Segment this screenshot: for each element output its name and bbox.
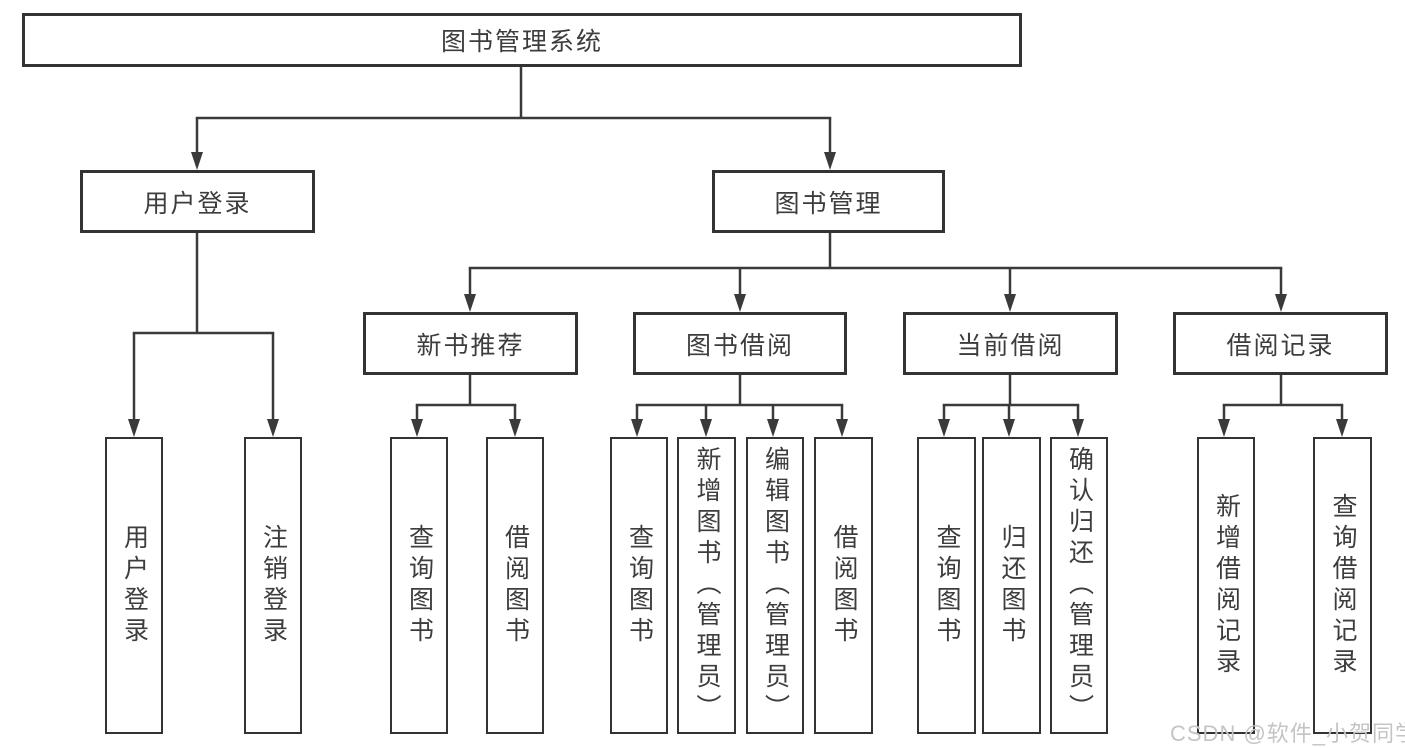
node-borrowing-records: 借阅记录 [1173, 312, 1388, 375]
node-leaf-borrow-books-recommend: 借阅图书 [486, 437, 544, 734]
leaf-label: 归还图书 [998, 523, 1026, 648]
node-leaf-logout: 注销登录 [244, 437, 302, 734]
leaf-label: 注销登录 [259, 523, 288, 648]
arrow-shafts [132, 118, 1344, 423]
leaf-label: 用户登录 [120, 523, 149, 648]
node-leaf-add-books-admin: 新增图书（管理员） [677, 437, 736, 734]
arrow-heads [128, 152, 1348, 437]
branch-lines [132, 65, 1344, 407]
node-leaf-edit-books-admin: 编辑图书（管理员） [746, 437, 804, 734]
node-new-book-recommendation: 新书推荐 [363, 312, 578, 375]
node-leaf-user-login: 用户登录 [105, 437, 163, 734]
leaf-label: 确认归还（管理员） [1065, 446, 1094, 725]
node-root: 图书管理系统 [22, 13, 1022, 67]
leaf-label: 查询借阅记录 [1329, 492, 1357, 679]
leaf-label: 新增图书（管理员） [693, 446, 721, 725]
leaf-label: 借阅图书 [830, 523, 858, 648]
leaf-label: 借阅图书 [501, 523, 530, 648]
node-leaf-confirm-return-admin: 确认归还（管理员） [1050, 437, 1108, 734]
leaf-label: 编辑图书（管理员） [761, 446, 790, 725]
node-leaf-add-borrow-record: 新增借阅记录 [1197, 437, 1255, 734]
node-leaf-query-books-current: 查询图书 [917, 437, 976, 734]
leaf-label: 查询图书 [933, 523, 961, 648]
node-user-login: 用户登录 [80, 170, 315, 233]
node-leaf-query-books-recommend: 查询图书 [390, 437, 448, 734]
watermark: CSDN @软件_小贺同学 [1170, 721, 1405, 746]
node-leaf-borrow-books: 借阅图书 [814, 437, 873, 734]
node-book-management: 图书管理 [712, 170, 945, 233]
node-leaf-query-borrow-record: 查询借阅记录 [1313, 437, 1372, 734]
node-book-borrowing: 图书借阅 [633, 312, 847, 375]
node-leaf-return-books: 归还图书 [982, 437, 1041, 734]
node-current-borrowing: 当前借阅 [903, 312, 1118, 375]
leaf-label: 新增借阅记录 [1212, 492, 1241, 679]
leaf-label: 查询图书 [405, 523, 434, 648]
node-leaf-query-books-borrow: 查询图书 [610, 437, 668, 734]
leaf-label: 查询图书 [625, 523, 654, 648]
